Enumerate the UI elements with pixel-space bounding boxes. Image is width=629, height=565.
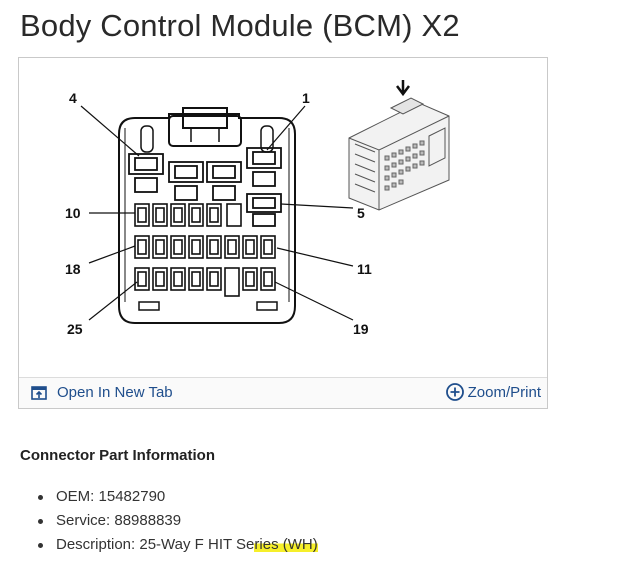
pin-label-4: 4 xyxy=(69,90,77,106)
zoom-plus-icon xyxy=(445,383,464,401)
cavity-row-top xyxy=(128,147,282,227)
pin-label-19: 19 xyxy=(353,321,369,337)
page-title: Body Control Module (BCM) X2 xyxy=(20,8,460,43)
connector-figure-card: 4 1 10 5 18 11 25 19 xyxy=(18,57,548,409)
pin-label-1: 1 xyxy=(302,90,310,106)
connector-part-info-list: OEM: 15482790 Service: 88988839 Descript… xyxy=(36,488,318,560)
connector-isometric-thumbnail xyxy=(348,80,450,211)
description-label: Description: xyxy=(56,536,140,553)
service-value: 88988839 xyxy=(114,512,182,529)
description-value: 25-Way F HIT Se xyxy=(139,536,255,553)
connector-face-diagram: 4 1 10 5 18 11 25 19 xyxy=(65,80,450,337)
connector-part-info-heading: Connector Part Information xyxy=(20,447,216,464)
description-value-highlighted: ries (WH) xyxy=(254,536,318,553)
cavity-row-middle xyxy=(134,203,242,227)
figure-toolbar: Open In New Tab Zoom/Print xyxy=(19,377,547,408)
service-label: Service: xyxy=(56,512,115,529)
open-in-new-tab-icon xyxy=(31,385,47,400)
oem-value: 15482790 xyxy=(98,488,166,505)
pin-label-10: 10 xyxy=(65,205,81,221)
pin-label-5: 5 xyxy=(357,205,365,221)
zoom-print-link[interactable]: Zoom/Print xyxy=(445,382,541,402)
list-item-oem: OEM: 15482790 xyxy=(36,488,318,512)
open-in-new-tab-label: Open In New Tab xyxy=(57,384,173,401)
cavity-row-lower xyxy=(134,235,276,259)
arrow-down-icon xyxy=(396,80,410,97)
list-item-description: Description: 25-Way F HIT Series (WH) xyxy=(36,536,318,560)
oem-label: OEM: xyxy=(56,488,99,505)
list-item-service: Service: 88988839 xyxy=(36,512,318,536)
pin-leader-lines xyxy=(80,105,354,321)
zoom-print-label: Zoom/Print xyxy=(467,383,541,401)
cavity-row-bottom xyxy=(134,267,276,297)
open-in-new-tab-link[interactable]: Open In New Tab xyxy=(31,384,173,401)
pin-label-18: 18 xyxy=(65,261,81,277)
pin-label-25: 25 xyxy=(67,321,83,337)
pin-label-11: 11 xyxy=(357,261,372,277)
